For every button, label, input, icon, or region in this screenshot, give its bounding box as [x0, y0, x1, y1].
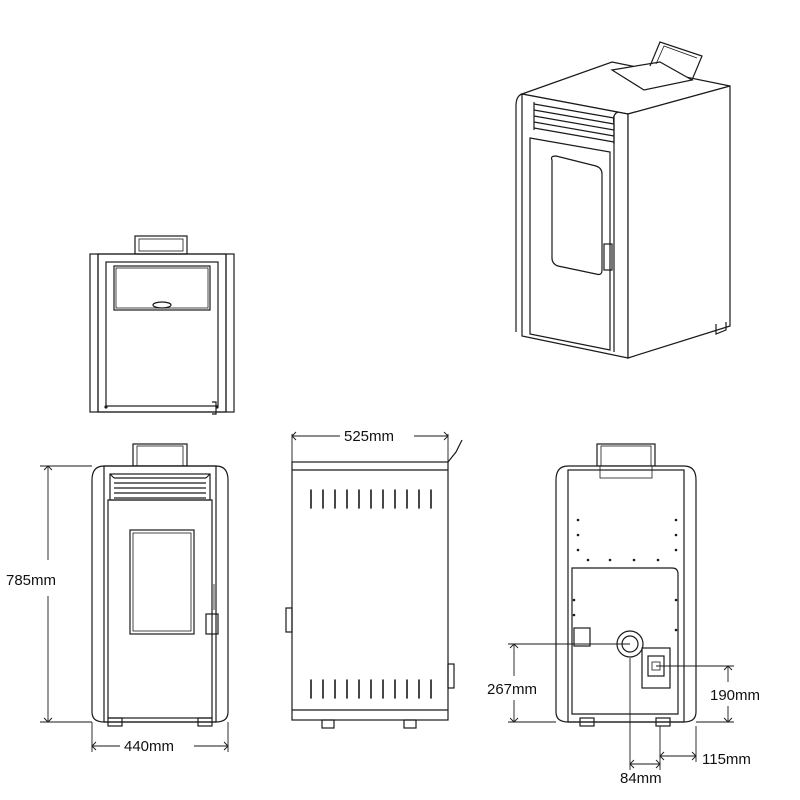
back-rivets: [572, 518, 678, 632]
dim-depth-side: 525mm: [291, 428, 449, 462]
dim-width-front: 440mm: [91, 722, 229, 755]
front-view: [91, 443, 229, 727]
dim-depth-label: 525mm: [344, 428, 394, 445]
dim-inlet-height-label: 190mm: [710, 687, 760, 704]
dim-outlet-height: 267mm: [487, 643, 630, 723]
dim-outlet-offset-label: 84mm: [620, 770, 662, 787]
side-vents-top: [310, 489, 432, 509]
top-view: [89, 235, 235, 415]
dim-height-label: 785mm: [6, 572, 56, 589]
dim-outlet-height-label: 267mm: [487, 681, 537, 698]
isometric-view: [515, 41, 731, 359]
dim-inlet-height: 190mm: [656, 665, 760, 723]
back-view: [555, 443, 697, 727]
dim-height: 785mm: [6, 465, 92, 723]
dim-outlet-offset: 84mm: [620, 658, 662, 787]
side-view: [285, 439, 463, 729]
dim-width-label: 440mm: [124, 738, 174, 755]
dim-inlet-offset: 115mm: [659, 726, 751, 768]
side-vents-bottom: [310, 679, 432, 699]
dim-inlet-offset-label: 115mm: [702, 751, 751, 768]
